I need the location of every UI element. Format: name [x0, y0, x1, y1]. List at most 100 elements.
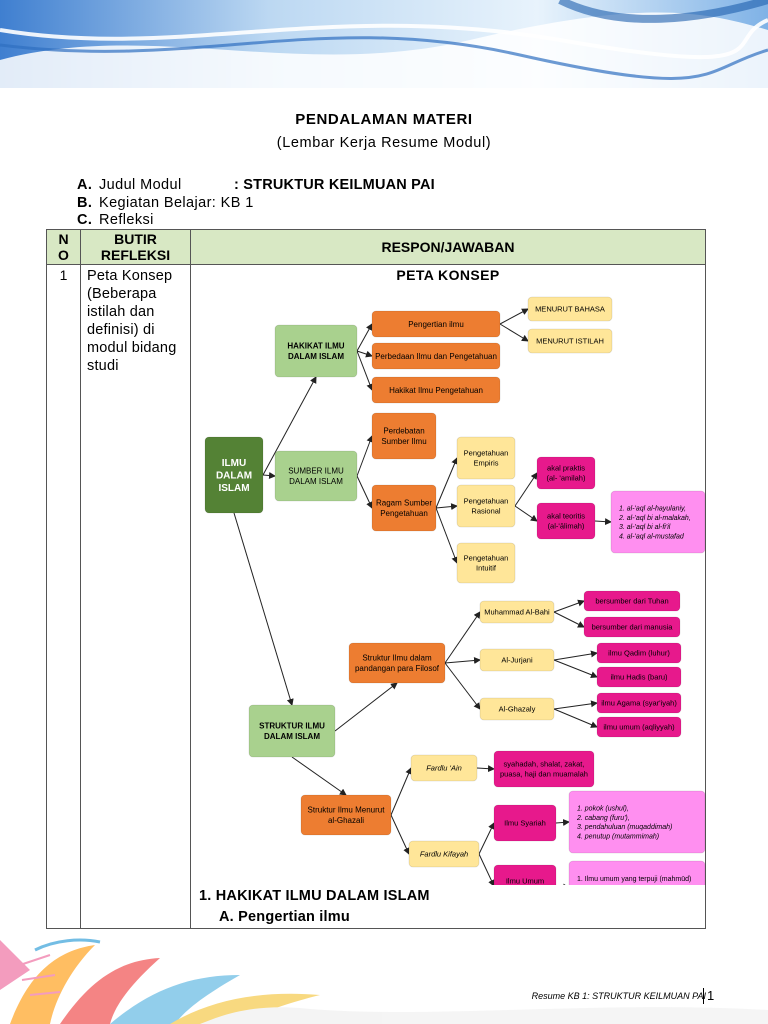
map-node-text: Ilmu Umum	[506, 877, 544, 885]
map-node-akal-teoritis: akal teoritis(al-'ālimah)	[536, 502, 596, 540]
map-node-text: 4. penutup (mutammimah)	[577, 834, 659, 841]
map-node-text: (al- 'amilah)	[547, 474, 586, 483]
map-node-text: Al-Jurjani	[501, 656, 533, 665]
peta-konsep-title: PETA KONSEP	[396, 267, 500, 283]
map-connector	[499, 308, 529, 325]
map-node-text: STRUKTUR ILMU	[259, 722, 325, 731]
map-node-fardlu-ain: Fardlu 'Ain	[410, 754, 478, 782]
map-node-bahi: Muhammad Al-Bahi	[479, 600, 555, 624]
map-node-agama: ilmu Agama (syar'iyah)	[596, 692, 682, 714]
map-connector	[444, 662, 481, 710]
map-node-box	[493, 864, 557, 885]
map-node-text: syahadah, shalat, zakat,	[504, 760, 585, 769]
map-node-box	[456, 542, 516, 584]
map-node-text: Rasional	[471, 507, 501, 516]
map-node-text: Muhammad Al-Bahi	[484, 608, 550, 617]
row-butir: Peta Konsep (Beberapa istilah dan defini…	[80, 264, 191, 929]
map-connector	[356, 350, 373, 358]
page-title: PENDALAMAN MATERI	[295, 111, 473, 128]
map-node-text: Perbedaan Ilmu dan Pengetahuan	[375, 352, 497, 361]
meta-judul-key: A.	[77, 177, 93, 193]
map-node-tuhan: bersumber dari Tuhan	[583, 590, 681, 612]
map-node-text: puasa, haji dan muamalah	[500, 770, 588, 779]
map-node-text: akal praktis	[547, 464, 585, 473]
map-connector	[553, 700, 598, 710]
map-node-box	[248, 704, 336, 758]
map-node-text: ISLAM	[218, 483, 249, 494]
map-node-box	[536, 502, 596, 540]
map-node-text: 1. al-'aql al-hayulaniy,	[619, 505, 686, 512]
section-subtitle: A. Pengertian ilmu	[219, 909, 350, 925]
map-node-text: ilmu umum (aqliyyah)	[603, 723, 675, 732]
map-node-box	[274, 450, 358, 502]
map-node-syahadah: syahadah, shalat, zakat,puasa, haji dan …	[493, 750, 595, 788]
map-connector	[553, 650, 598, 661]
map-node-box	[371, 412, 437, 460]
map-node-box	[583, 616, 681, 638]
map-connector	[553, 599, 585, 613]
map-node-box	[371, 484, 437, 532]
map-connector	[444, 611, 481, 664]
map-node-box	[371, 310, 501, 338]
map-connector	[435, 457, 458, 509]
map-connector	[555, 818, 570, 826]
map-node-text: MENURUT BAHASA	[535, 305, 605, 314]
map-connector	[499, 323, 529, 342]
map-connector	[435, 503, 458, 511]
map-node-text: Intuitif	[476, 564, 497, 573]
page-subtitle: (Lembar Kerja Resume Modul)	[276, 135, 492, 151]
map-node-text: DALAM	[216, 471, 252, 482]
map-connector	[553, 708, 598, 728]
map-node-fardlu-kifayah: Fardlu Kifayah	[408, 840, 480, 868]
map-node-box	[300, 794, 392, 836]
map-connector	[356, 350, 374, 391]
map-connector	[553, 611, 585, 628]
map-connector	[262, 376, 317, 476]
map-connector	[514, 472, 538, 507]
map-node-aql-list: 1. al-'aql al-hayulaniy, 2. al-'aql bi al…	[610, 490, 706, 554]
map-node-text: ilmu Hadis (baru)	[610, 673, 668, 682]
map-node-text: bersumber dari Tuhan	[595, 597, 668, 606]
map-node-text: 2. al-'aql bi al-malakah,	[618, 515, 691, 522]
map-node-text: HAKIKAT ILMU	[287, 342, 344, 351]
footer-decoration	[0, 930, 768, 1024]
map-node-text: bersumber dari manusia	[592, 623, 674, 632]
map-connector	[553, 659, 598, 679]
map-node-manusia: bersumber dari manusia	[583, 616, 681, 638]
section-title: 1. HAKIKAT ILMU DALAM ISLAM	[199, 888, 430, 904]
map-node-text: 2. cabang (furu'),	[576, 815, 630, 822]
map-connector	[390, 767, 412, 816]
map-node-text: DALAM ISLAM	[289, 477, 343, 486]
map-node-box	[204, 436, 264, 514]
map-connector	[478, 853, 495, 885]
map-node-box	[568, 860, 706, 885]
map-node-box	[596, 666, 682, 688]
map-node-text: ilmu Agama (syar'iyah)	[601, 699, 677, 708]
map-node-box	[408, 840, 480, 868]
map-node-jurjani: Al-Jurjani	[479, 648, 555, 672]
map-node-box	[410, 754, 478, 782]
map-connector	[262, 472, 276, 479]
map-node-text: 1. pokok (ushul),	[577, 805, 629, 812]
map-connector	[444, 657, 481, 664]
map-node-syariah: Ilmu Syariah	[493, 804, 557, 842]
map-node-qadim: ilmu Qadim (luhur)	[596, 642, 682, 664]
map-node-box	[493, 750, 595, 788]
map-connector	[390, 814, 410, 855]
map-node-istilah: MENURUT ISTILAH	[527, 328, 613, 354]
map-node-box	[479, 600, 555, 624]
map-node-syariah-list: 1. pokok (ushul),2. cabang (furu'),3. pe…	[568, 790, 706, 854]
meta-refleksi: C.Refleksi	[77, 212, 154, 229]
map-connector	[334, 682, 398, 732]
map-node-box	[583, 590, 681, 612]
map-node-box	[596, 716, 682, 738]
map-node-text: Pengetahuan	[380, 509, 428, 518]
map-node-text: ILMU	[222, 458, 246, 469]
map-node-bahasa: MENURUT BAHASA	[527, 296, 613, 322]
